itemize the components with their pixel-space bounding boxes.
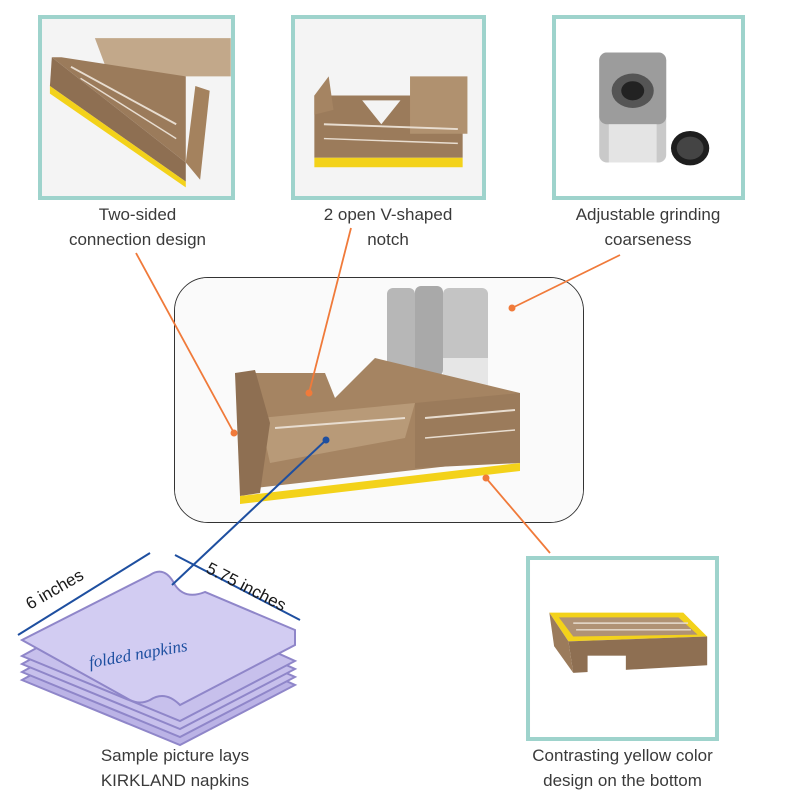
photo-grinder [552, 15, 745, 200]
yellow-bottom-image [530, 560, 715, 737]
caption-sample-napkins: Sample picture lays KIRKLAND napkins [100, 746, 250, 790]
caption-grinding: Adjustable grinding coarseness [575, 205, 721, 249]
depth-dimension-line [174, 554, 301, 621]
product-main-image [175, 278, 583, 522]
photo-product-main [174, 277, 584, 523]
caption-yellow-bottom: Contrasting yellow color design on the b… [532, 746, 713, 790]
photo-two-sided-connection [38, 15, 235, 200]
napkin-center-label: folded napkins [87, 636, 189, 672]
width-dimension-line [17, 552, 151, 636]
wood-corner-image [42, 19, 231, 196]
caption-v-notch: 2 open V-shaped notch [323, 205, 453, 249]
wood-notch-image [295, 19, 482, 196]
caption-two-sided: Two-sided connection design [68, 205, 207, 249]
photo-yellow-bottom [526, 556, 719, 741]
grinder-image [556, 19, 741, 196]
depth-label: 5.75 inches [203, 559, 289, 615]
width-label: 6 inches [23, 565, 87, 613]
photo-v-notch [291, 15, 486, 200]
napkin-stack-illustration [19, 570, 298, 747]
